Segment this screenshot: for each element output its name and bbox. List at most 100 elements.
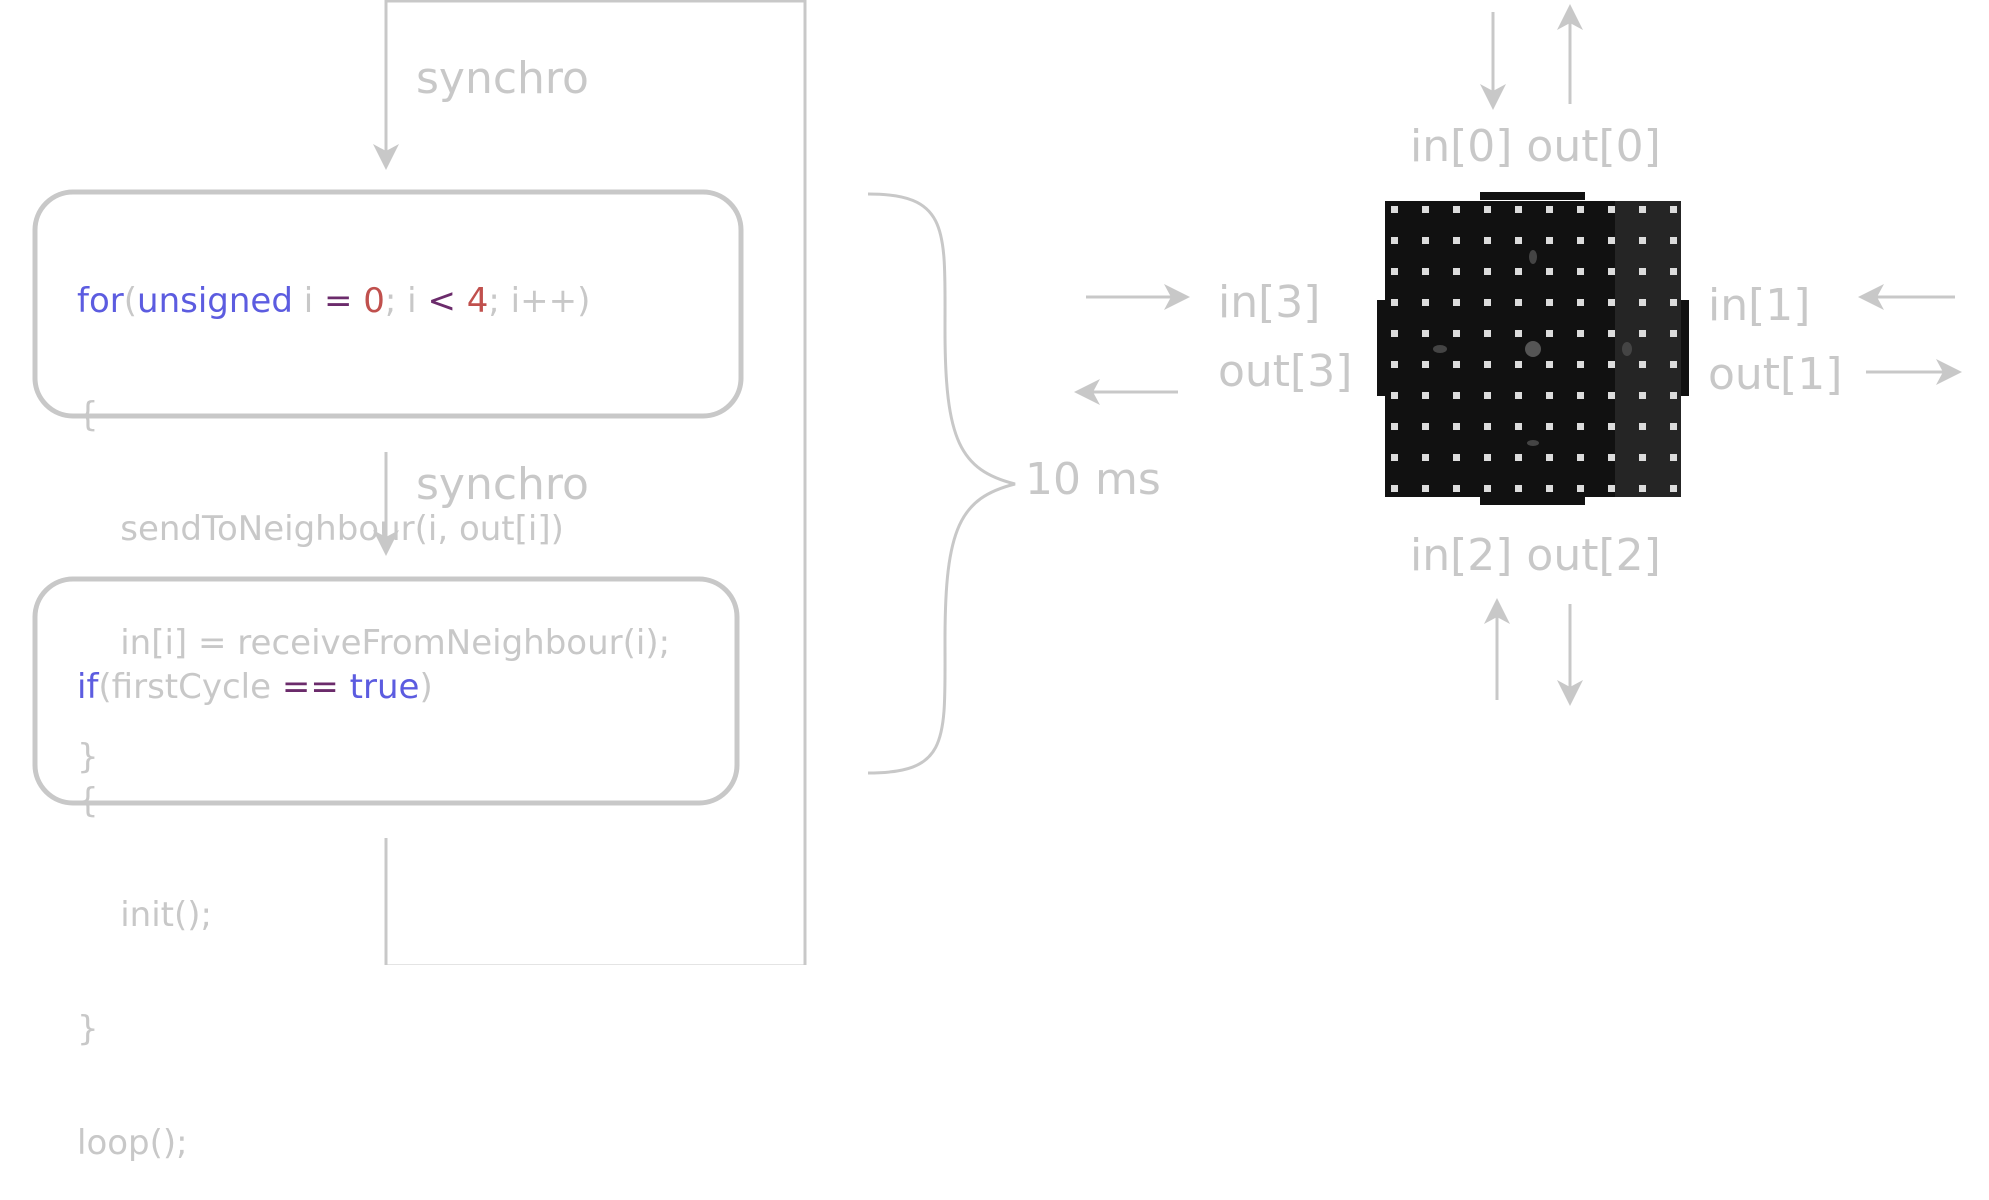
code-text: (firstCycle bbox=[98, 667, 282, 707]
led bbox=[1484, 299, 1491, 306]
code-line: for(unsigned i = 0; i < 4; i++) bbox=[77, 282, 670, 320]
led bbox=[1453, 268, 1460, 275]
led bbox=[1391, 330, 1398, 337]
led bbox=[1515, 423, 1522, 430]
led bbox=[1484, 330, 1491, 337]
led bbox=[1391, 206, 1398, 213]
code-block-2: if(firstCycle == true) { init(); } loop(… bbox=[77, 592, 433, 1200]
keyword-unsigned: unsigned bbox=[137, 281, 293, 321]
port-label-bottom: in[2] out[2] bbox=[1410, 530, 1661, 581]
led bbox=[1670, 454, 1677, 461]
led bbox=[1422, 268, 1429, 275]
led bbox=[1577, 423, 1584, 430]
led bbox=[1639, 206, 1646, 213]
led bbox=[1422, 423, 1429, 430]
synchro-label-top: synchro bbox=[416, 53, 589, 104]
number-zero: 0 bbox=[363, 281, 385, 321]
keyword-for: for bbox=[77, 281, 124, 321]
code-text: ; i bbox=[384, 281, 428, 321]
port-label-right-in: in[1] bbox=[1708, 280, 1811, 331]
operator-less-than: < bbox=[427, 281, 456, 321]
led bbox=[1484, 485, 1491, 492]
timing-brace bbox=[867, 192, 1016, 775]
code-text: ; i++) bbox=[488, 281, 591, 321]
synchro-label-middle: synchro bbox=[416, 459, 589, 510]
led bbox=[1484, 206, 1491, 213]
led bbox=[1422, 206, 1429, 213]
led bbox=[1515, 485, 1522, 492]
port-label-left-out: out[3] bbox=[1218, 346, 1353, 397]
led bbox=[1453, 485, 1460, 492]
led bbox=[1639, 485, 1646, 492]
led bbox=[1422, 485, 1429, 492]
led bbox=[1453, 423, 1460, 430]
code-line: if(firstCycle == true) bbox=[77, 668, 433, 706]
led bbox=[1484, 454, 1491, 461]
led bbox=[1484, 237, 1491, 244]
led bbox=[1608, 392, 1615, 399]
led bbox=[1639, 237, 1646, 244]
led bbox=[1515, 392, 1522, 399]
led bbox=[1391, 268, 1398, 275]
led bbox=[1608, 299, 1615, 306]
code-line: loop(); bbox=[77, 1123, 188, 1163]
led bbox=[1608, 454, 1615, 461]
led bbox=[1391, 299, 1398, 306]
led bbox=[1608, 423, 1615, 430]
led bbox=[1577, 237, 1584, 244]
port-label-top: in[0] out[0] bbox=[1410, 121, 1661, 172]
led bbox=[1608, 361, 1615, 368]
led bbox=[1670, 237, 1677, 244]
led bbox=[1546, 392, 1553, 399]
port-label-left-in: in[3] bbox=[1218, 277, 1321, 328]
code-text: i bbox=[292, 281, 324, 321]
code-line: in[i] = receiveFromNeighbour(i); bbox=[77, 623, 671, 663]
led bbox=[1546, 206, 1553, 213]
led bbox=[1391, 237, 1398, 244]
led bbox=[1546, 330, 1553, 337]
led bbox=[1515, 237, 1522, 244]
led bbox=[1484, 423, 1491, 430]
led bbox=[1639, 392, 1646, 399]
led bbox=[1391, 423, 1398, 430]
code-block-1: for(unsigned i = 0; i < 4; i++) { sendTo… bbox=[77, 206, 670, 814]
code-block-1-box bbox=[32, 189, 744, 419]
led bbox=[1670, 361, 1677, 368]
led bbox=[1484, 268, 1491, 275]
code-line: { bbox=[77, 781, 99, 821]
timing-label: 10 ms bbox=[1025, 454, 1161, 505]
led bbox=[1453, 330, 1460, 337]
led bbox=[1577, 268, 1584, 275]
code-line: } bbox=[77, 1009, 99, 1049]
code-text bbox=[456, 281, 467, 321]
code-text: ( bbox=[123, 281, 138, 321]
operator-equals: == bbox=[281, 667, 339, 707]
code-line: init(); bbox=[77, 895, 212, 935]
led bbox=[1670, 392, 1677, 399]
led bbox=[1670, 485, 1677, 492]
led bbox=[1608, 485, 1615, 492]
led bbox=[1484, 361, 1491, 368]
led bbox=[1515, 299, 1522, 306]
loop-frame bbox=[384, 0, 807, 965]
led bbox=[1546, 299, 1553, 306]
led bbox=[1391, 454, 1398, 461]
led bbox=[1639, 268, 1646, 275]
led-matrix-module-icon bbox=[1377, 192, 1689, 505]
port-label-right-out: out[1] bbox=[1708, 349, 1843, 400]
led bbox=[1515, 268, 1522, 275]
code-line: { bbox=[77, 395, 99, 435]
led bbox=[1639, 330, 1646, 337]
code-text bbox=[352, 281, 363, 321]
led bbox=[1577, 392, 1584, 399]
led bbox=[1546, 361, 1553, 368]
led bbox=[1577, 330, 1584, 337]
led bbox=[1670, 423, 1677, 430]
led bbox=[1546, 423, 1553, 430]
code-line: sendToNeighbour(i, out[i]) bbox=[77, 509, 564, 549]
led bbox=[1515, 361, 1522, 368]
led bbox=[1515, 206, 1522, 213]
led bbox=[1608, 330, 1615, 337]
led bbox=[1546, 268, 1553, 275]
led bbox=[1515, 454, 1522, 461]
